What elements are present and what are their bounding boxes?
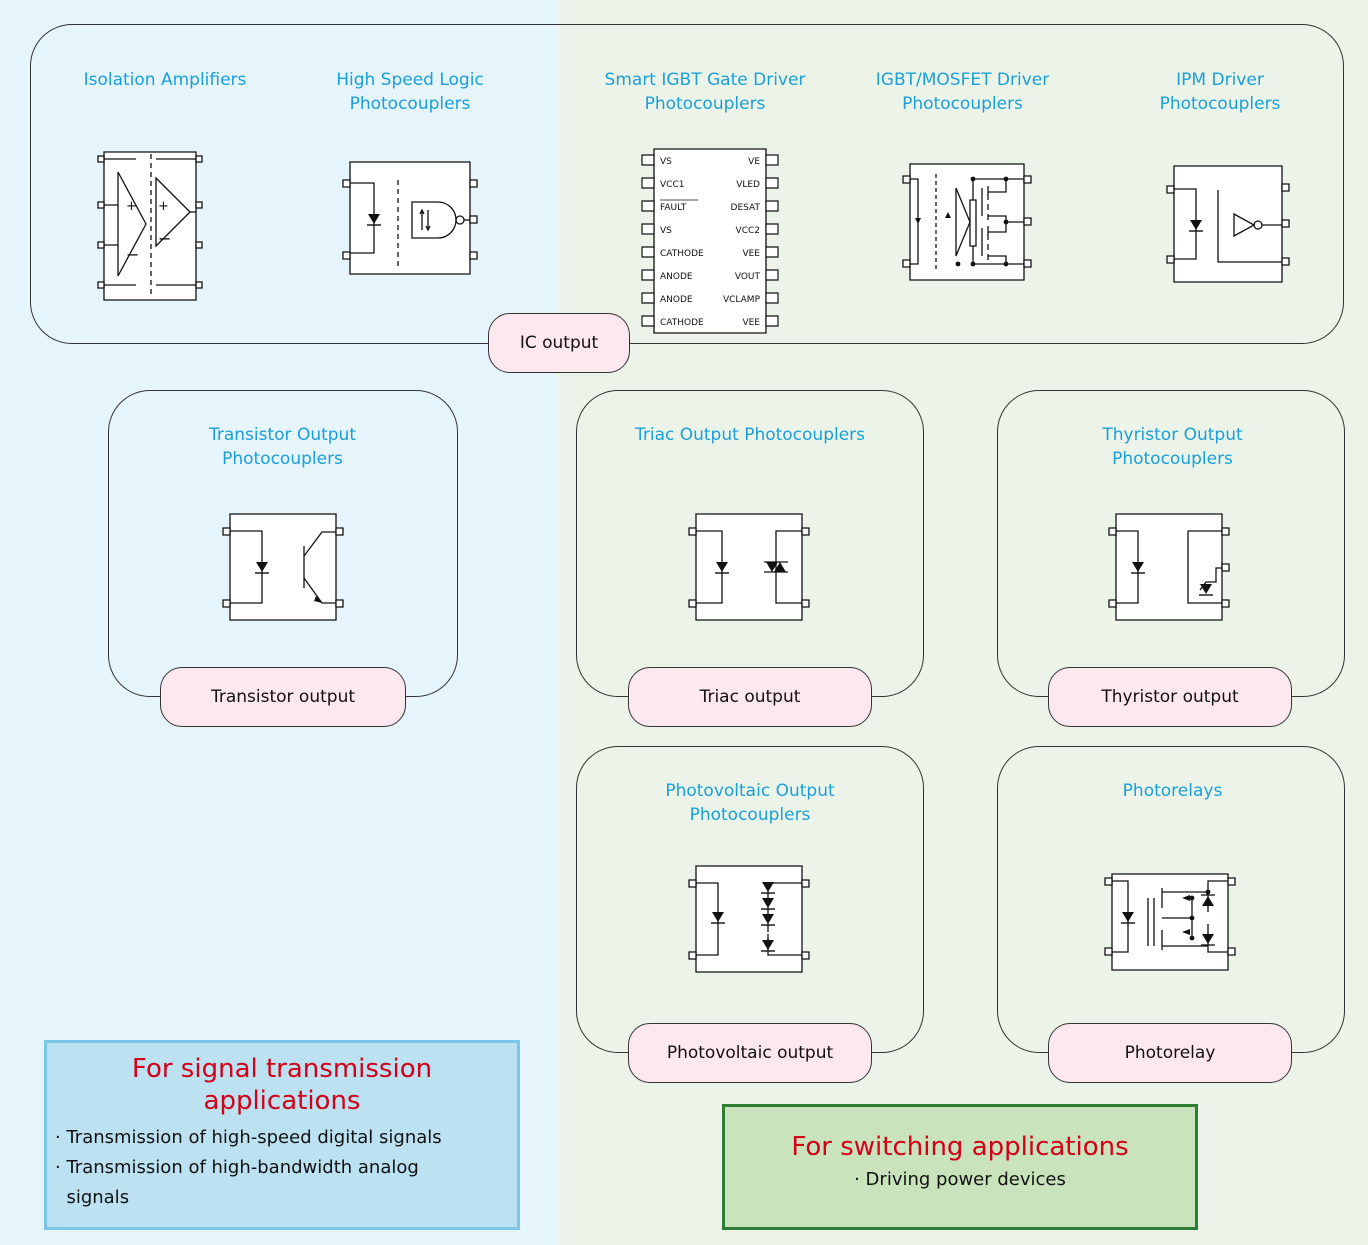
triac-output-title: Triac Output Photocouplers	[634, 425, 866, 445]
pin-box	[642, 178, 654, 188]
pin-box	[642, 155, 654, 165]
svg-text:+: +	[158, 199, 169, 214]
triac-output-symbol	[688, 508, 812, 626]
igbt-mosfet-driver-symbol	[898, 160, 1036, 284]
transistor-output-symbol	[222, 508, 346, 626]
pin-box	[766, 178, 778, 188]
pin-box	[766, 201, 778, 211]
pin-label-right: VEE	[742, 249, 760, 259]
pin-label-right: DESAT	[731, 203, 761, 213]
svg-text:−: −	[126, 245, 139, 264]
signal-transmission-box: For signal transmission applications · T…	[44, 1040, 520, 1230]
switching-bullet: · Driving power devices	[854, 1169, 1066, 1190]
pin-box	[642, 293, 654, 303]
pin-box	[766, 155, 778, 165]
pin-label-right: VLED	[736, 180, 760, 190]
pin-label-left: ANODE	[660, 272, 693, 282]
switching-title: For switching applications	[791, 1132, 1129, 1162]
pin-label-left: VS	[660, 157, 672, 167]
photorelay-label: Photorelay	[1048, 1023, 1292, 1083]
pin-label-left: FAULT	[660, 203, 687, 213]
photovoltaic-output-symbol	[688, 860, 812, 978]
pin-box	[766, 247, 778, 257]
thyristor-output-title: Thyristor Output Photocouplers	[1102, 425, 1243, 469]
pin-box	[642, 201, 654, 211]
isolation-amplifier-symbol: + − + −	[96, 148, 206, 306]
pin-label-left: ANODE	[660, 295, 693, 305]
svg-text:+: +	[126, 199, 137, 214]
signal-bullet: · Transmission of high-bandwidth analog …	[55, 1157, 419, 1208]
pin-label-right: VEE	[742, 318, 760, 328]
signal-transmission-title: For signal transmission applications	[131, 1054, 433, 1116]
pin-box	[642, 270, 654, 280]
thyristor-output-label: Thyristor output	[1048, 667, 1292, 727]
isolation-amplifiers-title: Isolation Amplifiers	[83, 70, 247, 90]
smart-igbt-title: Smart IGBT Gate Driver Photocouplers	[604, 70, 806, 114]
photovoltaic-output-title: Photovoltaic Output Photocouplers	[665, 781, 835, 825]
pin-box	[766, 293, 778, 303]
photorelay-symbol	[1100, 868, 1240, 976]
pin-label-left: VCC1	[660, 180, 684, 190]
high-speed-logic-title: High Speed Logic Photocouplers	[336, 70, 484, 114]
pin-label-left: CATHODE	[660, 318, 704, 328]
igbt-mosfet-title: IGBT/MOSFET Driver Photocouplers	[875, 70, 1050, 114]
ipm-driver-symbol	[1166, 160, 1294, 288]
switching-box: For switching applications · Driving pow…	[722, 1104, 1198, 1230]
pin-label-right: VOUT	[735, 272, 761, 282]
triac-output-label: Triac output	[628, 667, 872, 727]
pin-label-right: VCLAMP	[723, 295, 761, 305]
signal-bullet: · Transmission of high-speed digital sig…	[55, 1127, 442, 1148]
high-speed-logic-symbol	[340, 158, 480, 278]
transistor-output-label: Transistor output	[160, 667, 406, 727]
pin-box	[766, 316, 778, 326]
pin-box	[766, 270, 778, 280]
ic-output-group	[30, 24, 1344, 344]
pin-label-right: VE	[748, 157, 760, 167]
ipm-driver-title: IPM Driver Photocouplers	[1159, 70, 1281, 114]
transistor-output-title: Transistor Output Photocouplers	[208, 425, 356, 469]
svg-text:−: −	[158, 229, 171, 248]
pin-box	[642, 316, 654, 326]
pin-box	[766, 224, 778, 234]
thyristor-output-symbol	[1108, 508, 1232, 626]
pin-label-right: VCC2	[736, 226, 760, 236]
pin-label-left: CATHODE	[660, 249, 704, 259]
photovoltaic-output-label: Photovoltaic output	[628, 1023, 872, 1083]
pin-box	[642, 224, 654, 234]
pin-box	[642, 247, 654, 257]
photorelay-title: Photorelays	[1122, 781, 1223, 801]
ic-output-label: IC output	[488, 313, 630, 373]
pin-label-left: VS	[660, 226, 672, 236]
